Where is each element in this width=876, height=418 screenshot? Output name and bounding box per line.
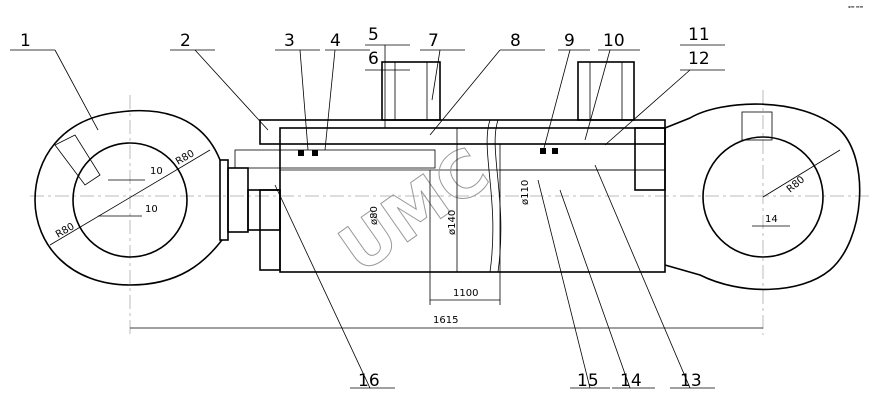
callout-7: 7 <box>428 31 439 51</box>
dim-left-offset-2: 10 <box>145 204 158 215</box>
dim-stroke: 1100 <box>453 288 478 299</box>
dim-bore-diameter: ø140 <box>447 210 458 235</box>
callout-15: 15 <box>577 371 599 391</box>
left-rod-eye <box>34 109 281 286</box>
dim-overall-length: 1615 <box>433 315 458 326</box>
callout-12: 12 <box>688 49 710 69</box>
dim-right-offset: 14 <box>765 214 778 225</box>
callout-9: 9 <box>564 31 575 51</box>
dim-rod-diameter: ø80 <box>369 206 380 225</box>
callout-10: 10 <box>603 31 625 51</box>
callout-3: 3 <box>284 31 295 51</box>
callout-numbers: 1 2 3 4 5 6 7 8 9 10 11 12 13 14 15 16 <box>20 25 710 391</box>
callout-11: 11 <box>688 25 710 45</box>
callout-13: 13 <box>680 371 702 391</box>
dim-left-offset-1: 10 <box>150 166 163 177</box>
callout-14: 14 <box>620 371 642 391</box>
right-clevis-eye <box>664 103 861 291</box>
corner-note: ▪▬ ▬▬ <box>848 4 864 9</box>
callout-16: 16 <box>358 371 380 391</box>
callout-8: 8 <box>510 31 521 51</box>
callout-1: 1 <box>20 31 31 51</box>
callout-leaders <box>10 44 725 389</box>
callout-6: 6 <box>368 49 379 69</box>
callout-2: 2 <box>180 31 191 51</box>
dim-right-eye-radius: R80 <box>785 174 807 195</box>
dim-piston-diameter: ø110 <box>520 180 531 205</box>
dimensions: 1615 1100 ø80 ø140 ø110 R80 R80 10 10 R8… <box>49 128 841 329</box>
callout-4: 4 <box>330 31 341 51</box>
dim-left-radius-2: R80 <box>54 221 77 240</box>
watermark: UMC <box>327 134 503 288</box>
callout-5: 5 <box>368 25 379 45</box>
